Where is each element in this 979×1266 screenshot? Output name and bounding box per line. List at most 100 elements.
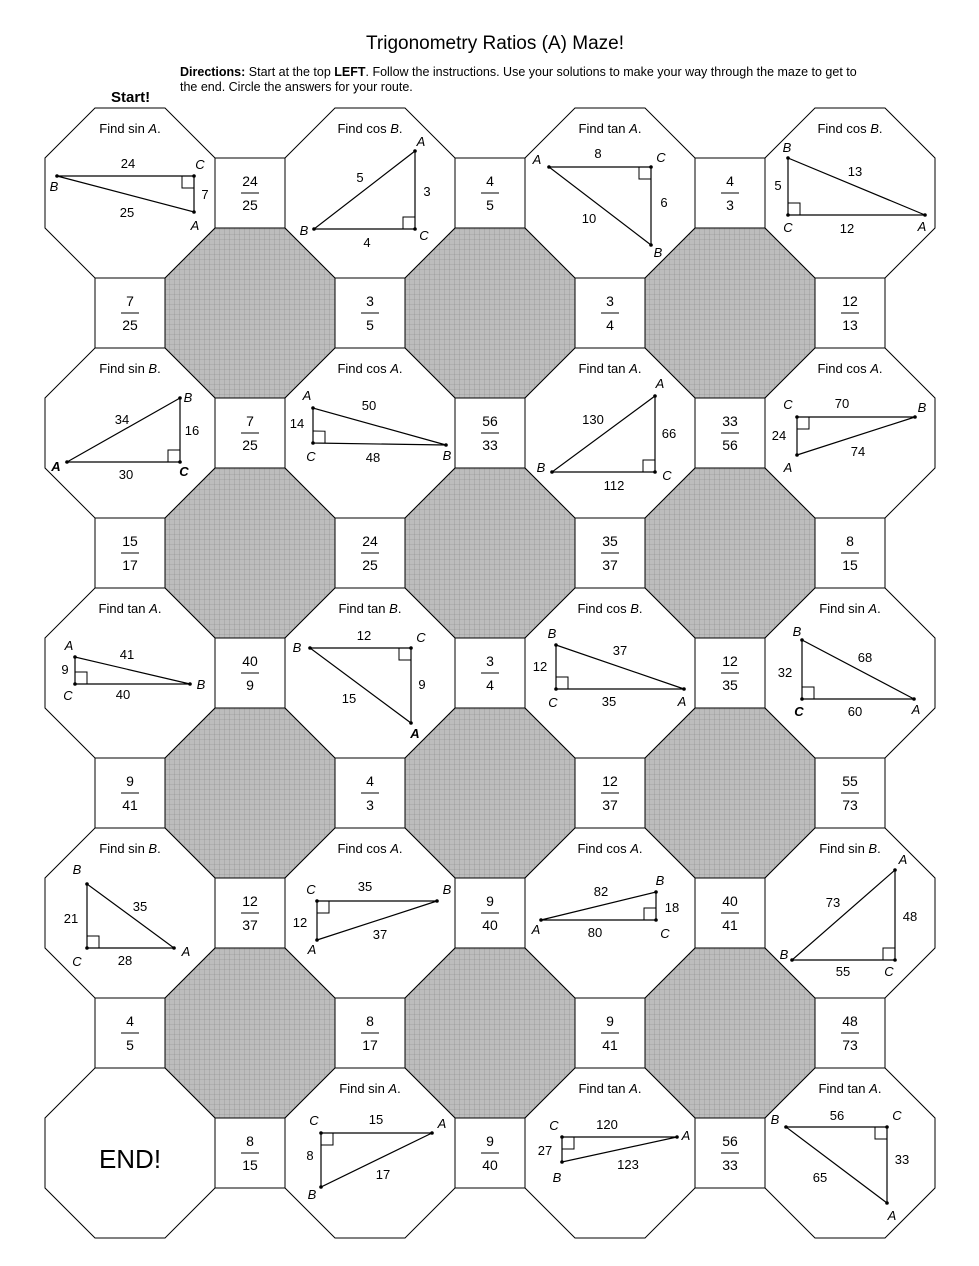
- vertex-dot: [413, 149, 417, 153]
- vertex-dot: [315, 938, 319, 942]
- answer-choice: 725: [214, 397, 286, 469]
- side-length: 35: [602, 694, 616, 709]
- vertex-dot: [409, 646, 413, 650]
- right-angle-marker: [87, 935, 100, 948]
- side-length: 37: [613, 643, 627, 658]
- side-length: 12: [840, 221, 854, 236]
- vertex-label: B: [73, 862, 82, 877]
- directions-emphasis: LEFT: [334, 65, 366, 79]
- vertex-dot: [649, 165, 653, 169]
- vertex-dot: [430, 1131, 434, 1135]
- answer-choice: 43: [694, 157, 766, 229]
- vertex-label: C: [656, 150, 666, 165]
- denominator: 25: [362, 557, 378, 573]
- right-angle-marker: [398, 648, 411, 661]
- side-length: 21: [64, 911, 78, 926]
- blocked-octagon: [164, 947, 336, 1119]
- answer-choice: 815: [214, 1117, 286, 1189]
- blocked-octagon: [644, 947, 816, 1119]
- vertex-label: C: [783, 220, 793, 235]
- vertex-label: C: [195, 157, 205, 172]
- numerator: 8: [366, 1013, 374, 1029]
- side-length: 24: [772, 428, 786, 443]
- answer-choice: 409: [214, 637, 286, 709]
- cell-instruction: Find sin B.: [819, 841, 880, 856]
- blocked-octagon: [164, 707, 336, 879]
- cell-instruction: Find cos B.: [817, 121, 882, 136]
- vertex-label: B: [656, 873, 665, 888]
- right-angle-marker: [802, 686, 815, 699]
- directions-label: Directions:: [180, 65, 246, 79]
- answer-choice: 35: [334, 277, 406, 349]
- numerator: 9: [606, 1013, 614, 1029]
- vertex-dot: [560, 1160, 564, 1164]
- side-length: 68: [858, 650, 872, 665]
- side-length: 35: [358, 879, 372, 894]
- side-length: 60: [848, 704, 862, 719]
- side-length: 15: [369, 1112, 383, 1127]
- vertex-label: A: [655, 376, 665, 391]
- side-length: 48: [903, 909, 917, 924]
- vertex-dot: [85, 946, 89, 950]
- right-angle-marker: [312, 430, 326, 444]
- vertex-dot: [893, 958, 897, 962]
- right-triangle: [787, 157, 926, 216]
- vertex-dot: [885, 1201, 889, 1205]
- vertex-dot: [315, 899, 319, 903]
- numerator: 7: [246, 413, 254, 429]
- denominator: 56: [722, 437, 738, 453]
- vertex-label: B: [443, 882, 452, 897]
- vertex-label: C: [63, 688, 73, 703]
- cell-instruction: Find cos B.: [337, 121, 402, 136]
- vertex-label: A: [783, 460, 793, 475]
- cell-instruction: Find tan A.: [99, 601, 162, 616]
- vertex-label: A: [898, 852, 908, 867]
- vertex-label: A: [917, 219, 927, 234]
- numerator: 4: [486, 173, 494, 189]
- vertex-label: C: [419, 228, 429, 243]
- side-length: 37: [373, 927, 387, 942]
- numerator: 24: [362, 533, 378, 549]
- answer-choice: 941: [94, 757, 166, 829]
- right-angle-marker: [317, 901, 330, 914]
- right-triangle: [74, 656, 191, 685]
- vertex-dot: [65, 460, 69, 464]
- numerator: 4: [366, 773, 374, 789]
- vertex-dot: [654, 890, 658, 894]
- cell-octagon: [44, 1067, 216, 1239]
- answer-choice: 24 25: [334, 517, 406, 589]
- numerator: 15: [122, 533, 138, 549]
- answer-choice: 817: [334, 997, 406, 1069]
- vertex-label: B: [308, 1187, 317, 1202]
- vertex-dot: [308, 646, 312, 650]
- answer-choice: 45: [94, 997, 166, 1069]
- vertex-dot: [192, 210, 196, 214]
- denominator: 73: [842, 797, 858, 813]
- side-length: 48: [366, 450, 380, 465]
- vertex-dot: [85, 882, 89, 886]
- denominator: 25: [242, 197, 258, 213]
- vertex-dot: [800, 638, 804, 642]
- side-length: 4: [363, 235, 370, 250]
- denominator: 33: [722, 1157, 738, 1173]
- side-length: 27: [538, 1143, 552, 1158]
- vertex-label: C: [309, 1113, 319, 1128]
- vertex-label: A: [681, 1128, 691, 1143]
- side-length: 3: [423, 184, 430, 199]
- vertex-label: B: [50, 179, 59, 194]
- vertex-label: A: [302, 388, 312, 403]
- side-length: 35: [133, 899, 147, 914]
- vertex-label: A: [437, 1116, 447, 1131]
- vertex-label: C: [794, 704, 804, 719]
- vertex-dot: [682, 687, 686, 691]
- right-angle-marker: [321, 1133, 334, 1146]
- vertex-label: B: [300, 223, 309, 238]
- numerator: 8: [246, 1133, 254, 1149]
- numerator: 12: [842, 293, 858, 309]
- cell-instruction: Find tan A.: [819, 1081, 882, 1096]
